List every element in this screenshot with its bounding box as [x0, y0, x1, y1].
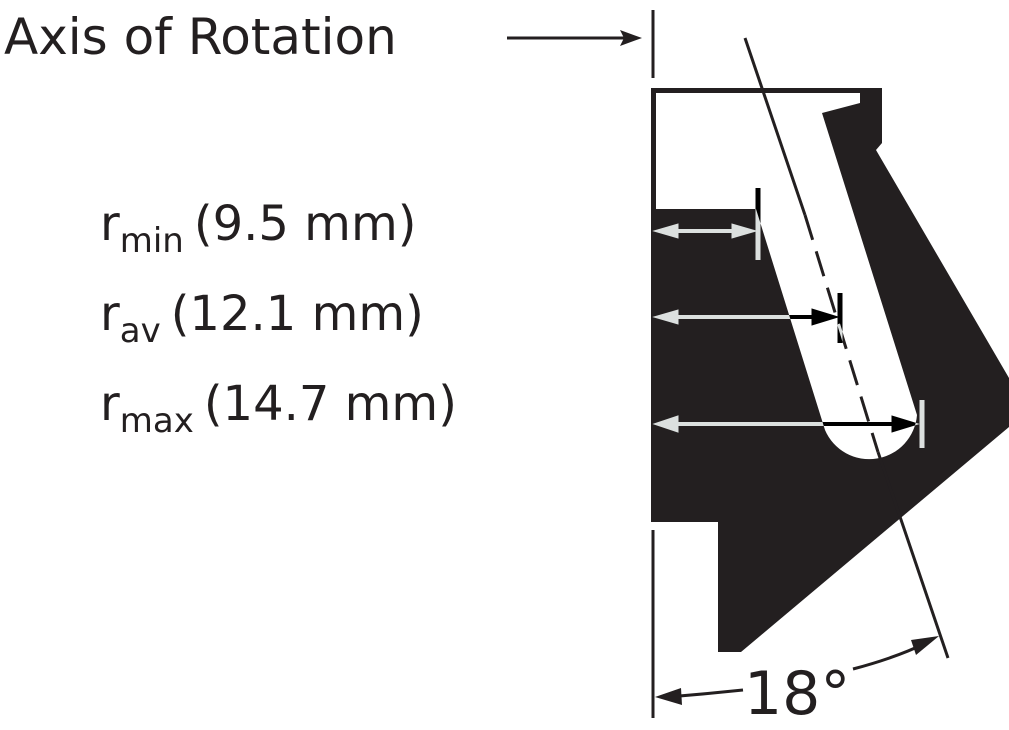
radius-label-max: rmax(14.7 mm)	[100, 376, 457, 441]
radius-label-av: rav(12.1 mm)	[100, 286, 424, 351]
axis-pointer-arrow	[507, 30, 642, 46]
svg-text:rmin(9.5 mm): rmin(9.5 mm)	[100, 196, 416, 261]
rav-arrow	[652, 293, 843, 343]
angle-arrowhead-left	[655, 688, 682, 705]
rmax-arrow	[652, 400, 925, 448]
svg-text:rmax(14.7 mm): rmax(14.7 mm)	[100, 376, 457, 441]
axis-of-rotation-label: Axis of Rotation	[4, 8, 397, 66]
radius-label-min: rmin(9.5 mm)	[100, 196, 416, 261]
rmin-arrow	[652, 188, 761, 260]
angle-arrowhead-right	[911, 636, 939, 655]
angle-label: 18°	[744, 659, 850, 729]
svg-text:rav(12.1 mm): rav(12.1 mm)	[100, 286, 424, 351]
